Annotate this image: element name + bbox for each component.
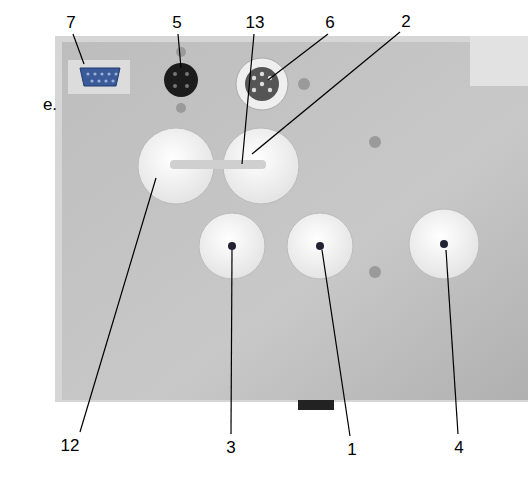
bnc-pin — [440, 240, 448, 248]
callout-number: 7 — [66, 14, 75, 31]
back-plate — [62, 42, 528, 400]
foot — [298, 400, 334, 410]
callout-number: 4 — [454, 439, 463, 456]
screw — [176, 103, 186, 113]
screw — [369, 266, 381, 278]
callout-number: 6 — [325, 14, 334, 31]
callout-number: 3 — [226, 439, 235, 456]
bnc-cap — [409, 209, 479, 279]
housing — [55, 36, 528, 402]
din-socket — [236, 58, 288, 110]
bnc-pin — [228, 242, 236, 250]
screw — [176, 47, 186, 57]
serial-port — [80, 68, 120, 86]
mini-din-socket — [164, 63, 198, 97]
bnc-pin — [316, 242, 324, 250]
callout-number: 12 — [61, 437, 80, 454]
callout-number: 5 — [172, 14, 181, 31]
port-label — [68, 60, 130, 94]
screw — [369, 136, 381, 148]
screw — [298, 78, 310, 90]
callout-number: 2 — [401, 13, 410, 30]
bnc-cap — [287, 213, 353, 279]
callout-number: e. — [43, 96, 57, 113]
leader-lines — [73, 32, 458, 436]
callout-number: 13 — [246, 14, 265, 31]
callout-number: 1 — [347, 441, 356, 458]
bridge-bar — [170, 160, 266, 169]
housing-highlight — [470, 36, 528, 86]
